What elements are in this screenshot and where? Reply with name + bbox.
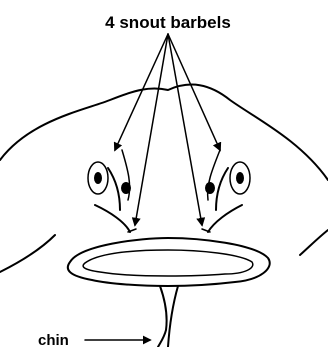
chin-barbel-side: [168, 286, 178, 347]
arrow-barbel-4: [168, 34, 220, 150]
snout-barbels-label: 4 snout barbels: [105, 13, 231, 32]
right-eye-spot: [205, 182, 215, 194]
mouth-inner: [83, 250, 253, 276]
mouth-outer: [68, 238, 270, 286]
left-snout-contour: [95, 205, 130, 232]
arrow-barbel-1: [115, 34, 168, 150]
left-nostril-inner: [94, 172, 102, 184]
left-nostril-group: [88, 150, 131, 232]
right-nostril-fold: [216, 168, 228, 210]
arrow-barbel-3: [168, 34, 202, 225]
left-nostril-fold: [108, 168, 120, 210]
head-outline: [0, 85, 328, 180]
chin-barbel: [158, 286, 167, 347]
head-outline-left-side: [0, 235, 55, 272]
right-nostril-group: [205, 150, 250, 232]
chin-label: chin: [38, 332, 69, 347]
head-outline-right-side: [300, 230, 328, 255]
right-nostril-inner: [236, 172, 244, 184]
arrow-barbel-2: [135, 34, 168, 225]
right-snout-contour: [208, 205, 242, 232]
